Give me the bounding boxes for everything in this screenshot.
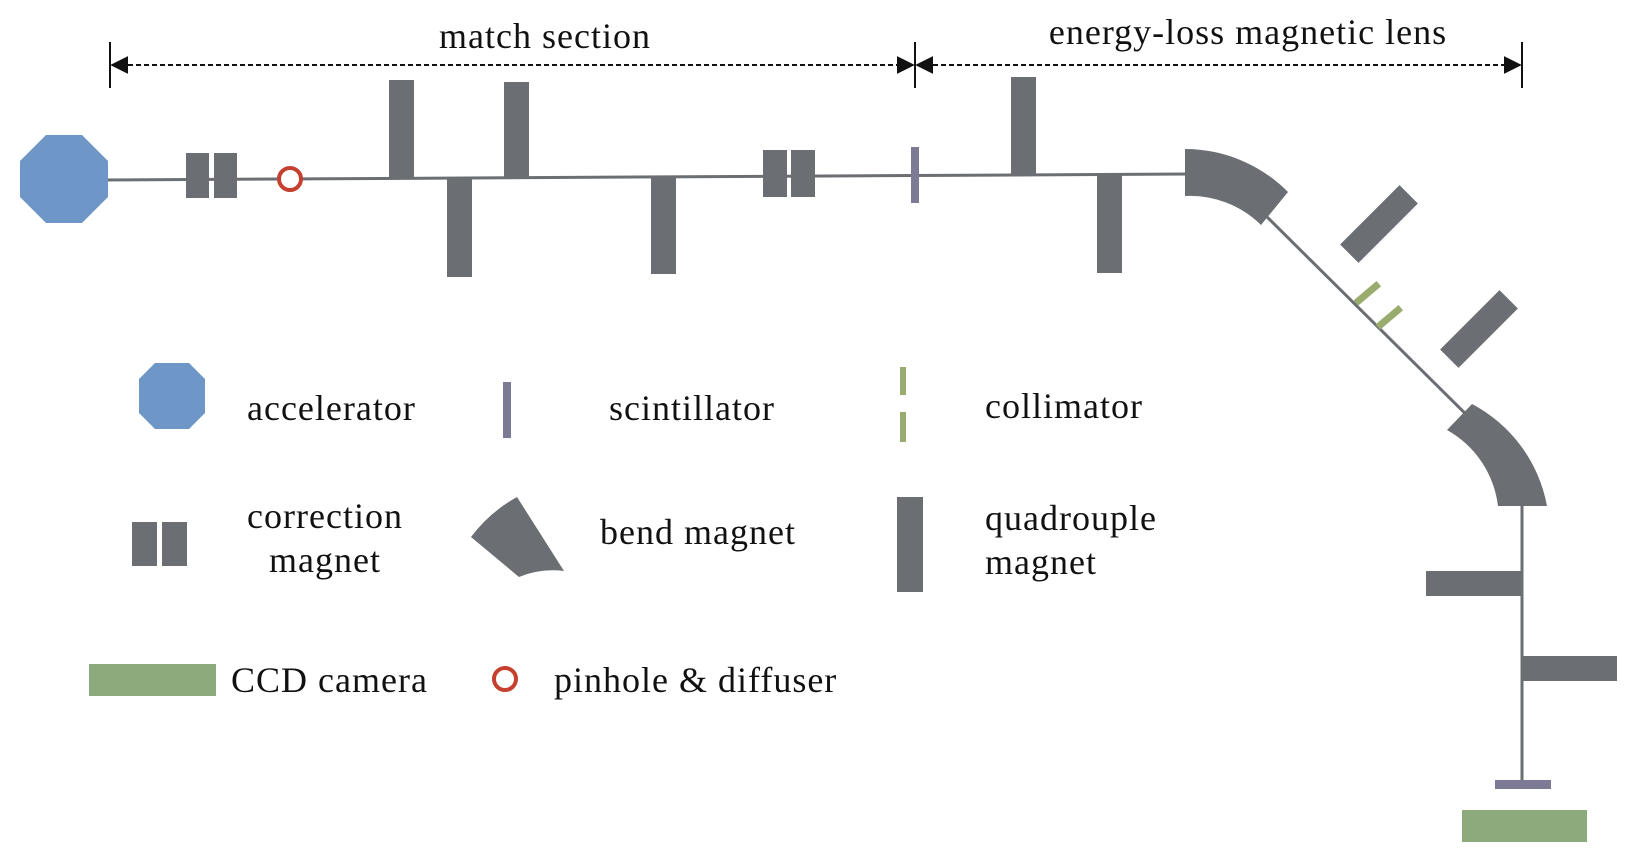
quadrupole-magnet bbox=[1011, 77, 1036, 175]
scintillator bbox=[1495, 780, 1551, 789]
legend-correction-magnet-icon bbox=[132, 522, 187, 566]
collimator bbox=[1353, 281, 1404, 330]
legend-ccd-camera-label: CCD camera bbox=[231, 660, 428, 700]
legend: accelerator scintillator collimator corr… bbox=[89, 363, 1157, 700]
legend-correction-label-line2: magnet bbox=[269, 540, 381, 580]
legend-collimator-icon bbox=[900, 367, 906, 442]
scintillator bbox=[911, 147, 919, 203]
legend-accelerator-icon bbox=[139, 363, 205, 429]
accelerator-octagon bbox=[20, 135, 108, 223]
legend-pinhole-icon bbox=[492, 666, 518, 692]
legend-pinhole-label: pinhole & diffuser bbox=[554, 660, 837, 700]
energy-loss-quadrupoles bbox=[1011, 77, 1122, 273]
legend-quad-label-line1: quadrouple bbox=[985, 498, 1157, 538]
legend-bend-magnet-label: bend magnet bbox=[600, 512, 796, 552]
correction-magnet bbox=[186, 153, 237, 198]
legend-scintillator-icon bbox=[503, 382, 511, 438]
pinhole-diffuser bbox=[277, 166, 303, 192]
correction-magnet bbox=[763, 150, 815, 197]
match-section-label: match section bbox=[439, 16, 651, 56]
legend-ccd-camera-icon bbox=[89, 664, 216, 696]
legend-bend-magnet-icon bbox=[471, 497, 564, 577]
quadrupole-magnet bbox=[1426, 571, 1522, 596]
bend-magnet bbox=[1447, 404, 1547, 506]
section-markers: match section energy-loss magnetic lens bbox=[109, 12, 1523, 88]
quadrupole-magnet bbox=[504, 82, 529, 177]
match-quadrupoles bbox=[389, 80, 676, 277]
quadrupole-magnet bbox=[1522, 656, 1617, 681]
diagonal-quadrupoles bbox=[1340, 185, 1518, 368]
vertical-quadrupoles bbox=[1426, 571, 1617, 681]
quadrupole-magnet bbox=[447, 177, 472, 277]
legend-collimator-label: collimator bbox=[985, 386, 1143, 426]
legend-accelerator-label: accelerator bbox=[247, 388, 416, 428]
legend-quad-label-line2: magnet bbox=[985, 542, 1097, 582]
ccd-camera bbox=[1462, 810, 1587, 842]
energy-loss-lens-label: energy-loss magnetic lens bbox=[1049, 12, 1447, 52]
legend-correction-label-line1: correction bbox=[247, 496, 403, 536]
quadrupole-magnet bbox=[651, 176, 676, 274]
quadrupole-magnet bbox=[1440, 290, 1518, 368]
bend-magnet bbox=[1185, 149, 1288, 225]
quadrupole-magnet bbox=[1097, 174, 1122, 273]
legend-quadrupole-icon bbox=[897, 497, 923, 592]
quadrupole-magnet bbox=[1340, 185, 1418, 263]
quadrupole-magnet bbox=[389, 80, 414, 177]
legend-scintillator-label: scintillator bbox=[609, 388, 775, 428]
